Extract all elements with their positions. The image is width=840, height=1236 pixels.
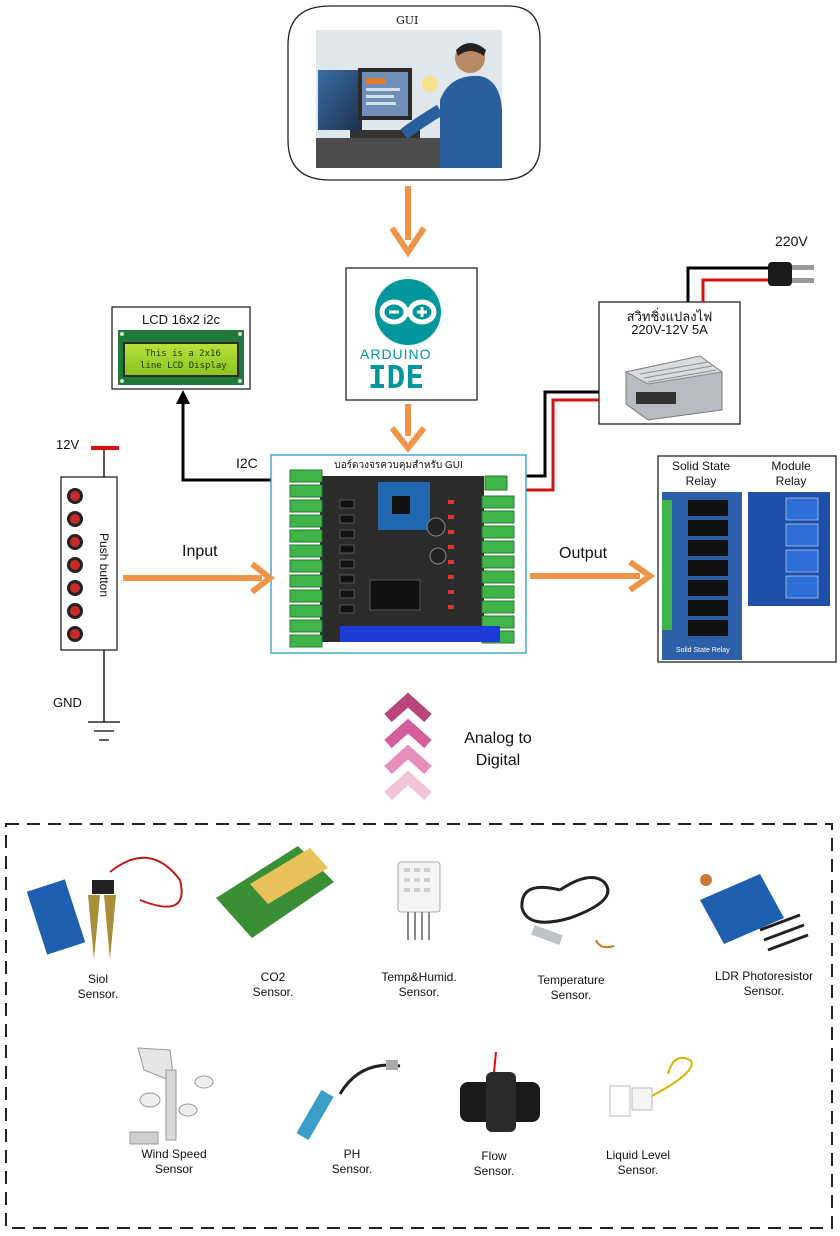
sensor-label-wind-speed: Wind Speed Sensor	[104, 1147, 244, 1177]
sensor-label-line: PH	[282, 1147, 422, 1162]
sensor-label-line: CO2	[203, 970, 343, 985]
gui-panel	[288, 6, 540, 180]
sensor-label-ph: PH Sensor.	[282, 1147, 422, 1177]
temp-humid-sensor-image	[398, 862, 440, 940]
temperature-probe-image	[522, 878, 614, 948]
sensor-label-ldr: LDR Photoresistor Sensor.	[694, 969, 834, 999]
board-title: บอร์ดวงจรควบคุมสำหรับ GUI	[271, 458, 526, 473]
ssr-label-1: Solid State	[664, 459, 738, 473]
sensor-label-line: Sensor.	[694, 984, 834, 999]
sensor-label-line: Sensor.	[424, 1164, 564, 1179]
sensor-label-line: Temperature	[501, 973, 641, 988]
sensor-label-line: Sensor.	[203, 985, 343, 1000]
sensor-label-line: Wind Speed	[104, 1147, 244, 1162]
power-supply-title-2: 220V-12V 5A	[599, 322, 740, 337]
power-plug-icon	[768, 262, 814, 286]
wind-speed-sensor-image	[130, 1048, 213, 1144]
sensor-label-temp-humid: Temp&Humid. Sensor.	[349, 970, 489, 1000]
ssr-board-text: Solid State Relay	[676, 647, 730, 654]
sensor-label-line: Sensor.	[28, 987, 168, 1002]
sensor-label-line: Flow	[424, 1149, 564, 1164]
i2c-label: I2C	[236, 455, 258, 471]
sensor-label-line: Sensor.	[282, 1162, 422, 1177]
v12-label: 12V	[56, 437, 79, 452]
sensor-label-liquid-level: Liquid Level Sensor.	[568, 1148, 708, 1178]
module-relay-label-2: Relay	[756, 474, 826, 488]
ph-sensor-image	[296, 1060, 400, 1140]
sensor-label-line: Sensor.	[501, 988, 641, 1003]
sensor-label-line: Siol	[28, 972, 168, 987]
input-label: Input	[182, 543, 218, 561]
sensor-label-line: Temp&Humid.	[349, 970, 489, 985]
sensor-label-soil: Siol Sensor.	[28, 972, 168, 1002]
co2-sensor-image	[216, 846, 334, 938]
lcd-line-1: This is a 2x16	[145, 349, 221, 359]
adc-label-1: Analog to	[448, 730, 548, 748]
supply-to-board-wiring	[524, 392, 599, 490]
arrow-input	[123, 564, 270, 592]
ide-name: IDE	[368, 360, 424, 396]
adc-label-2: Digital	[448, 752, 548, 770]
sensor-label-temperature: Temperature Sensor.	[501, 973, 641, 1003]
liquid-level-sensor-image	[610, 1058, 692, 1116]
sensor-label-line: Sensor.	[349, 985, 489, 1000]
soil-sensor-image	[27, 858, 182, 960]
control-board	[271, 455, 526, 653]
sensor-label-line: Liquid Level	[568, 1148, 708, 1163]
sensor-label-line: LDR Photoresistor	[694, 969, 834, 984]
output-label: Output	[559, 545, 607, 563]
mains-voltage-label: 220V	[775, 233, 808, 249]
sensor-label-line: Sensor.	[568, 1163, 708, 1178]
lcd-title: LCD 16x2 i2c	[142, 312, 220, 327]
arrow-gui-to-ide	[392, 186, 424, 252]
lcd-line-2: line LCD Display	[140, 361, 227, 371]
mains-wiring	[688, 262, 814, 302]
sensor-label-co2: CO2 Sensor.	[203, 970, 343, 1000]
analog-to-digital-arrows	[388, 700, 428, 796]
module-relay-label-1: Module	[756, 459, 826, 473]
arrow-ide-to-board	[392, 404, 424, 448]
sensor-label-flow: Flow Sensor.	[424, 1149, 564, 1179]
i2c-connection	[176, 390, 276, 480]
gnd-label: GND	[53, 695, 82, 710]
gui-title: GUI	[396, 14, 418, 27]
ldr-sensor-image	[700, 874, 808, 950]
flow-sensor-image	[460, 1052, 540, 1132]
push-button-label: Push button	[97, 533, 111, 597]
developer-photo	[316, 30, 502, 168]
arrow-output	[530, 562, 650, 590]
sensor-label-line: Sensor	[104, 1162, 244, 1177]
ssr-label-2: Relay	[664, 474, 738, 488]
